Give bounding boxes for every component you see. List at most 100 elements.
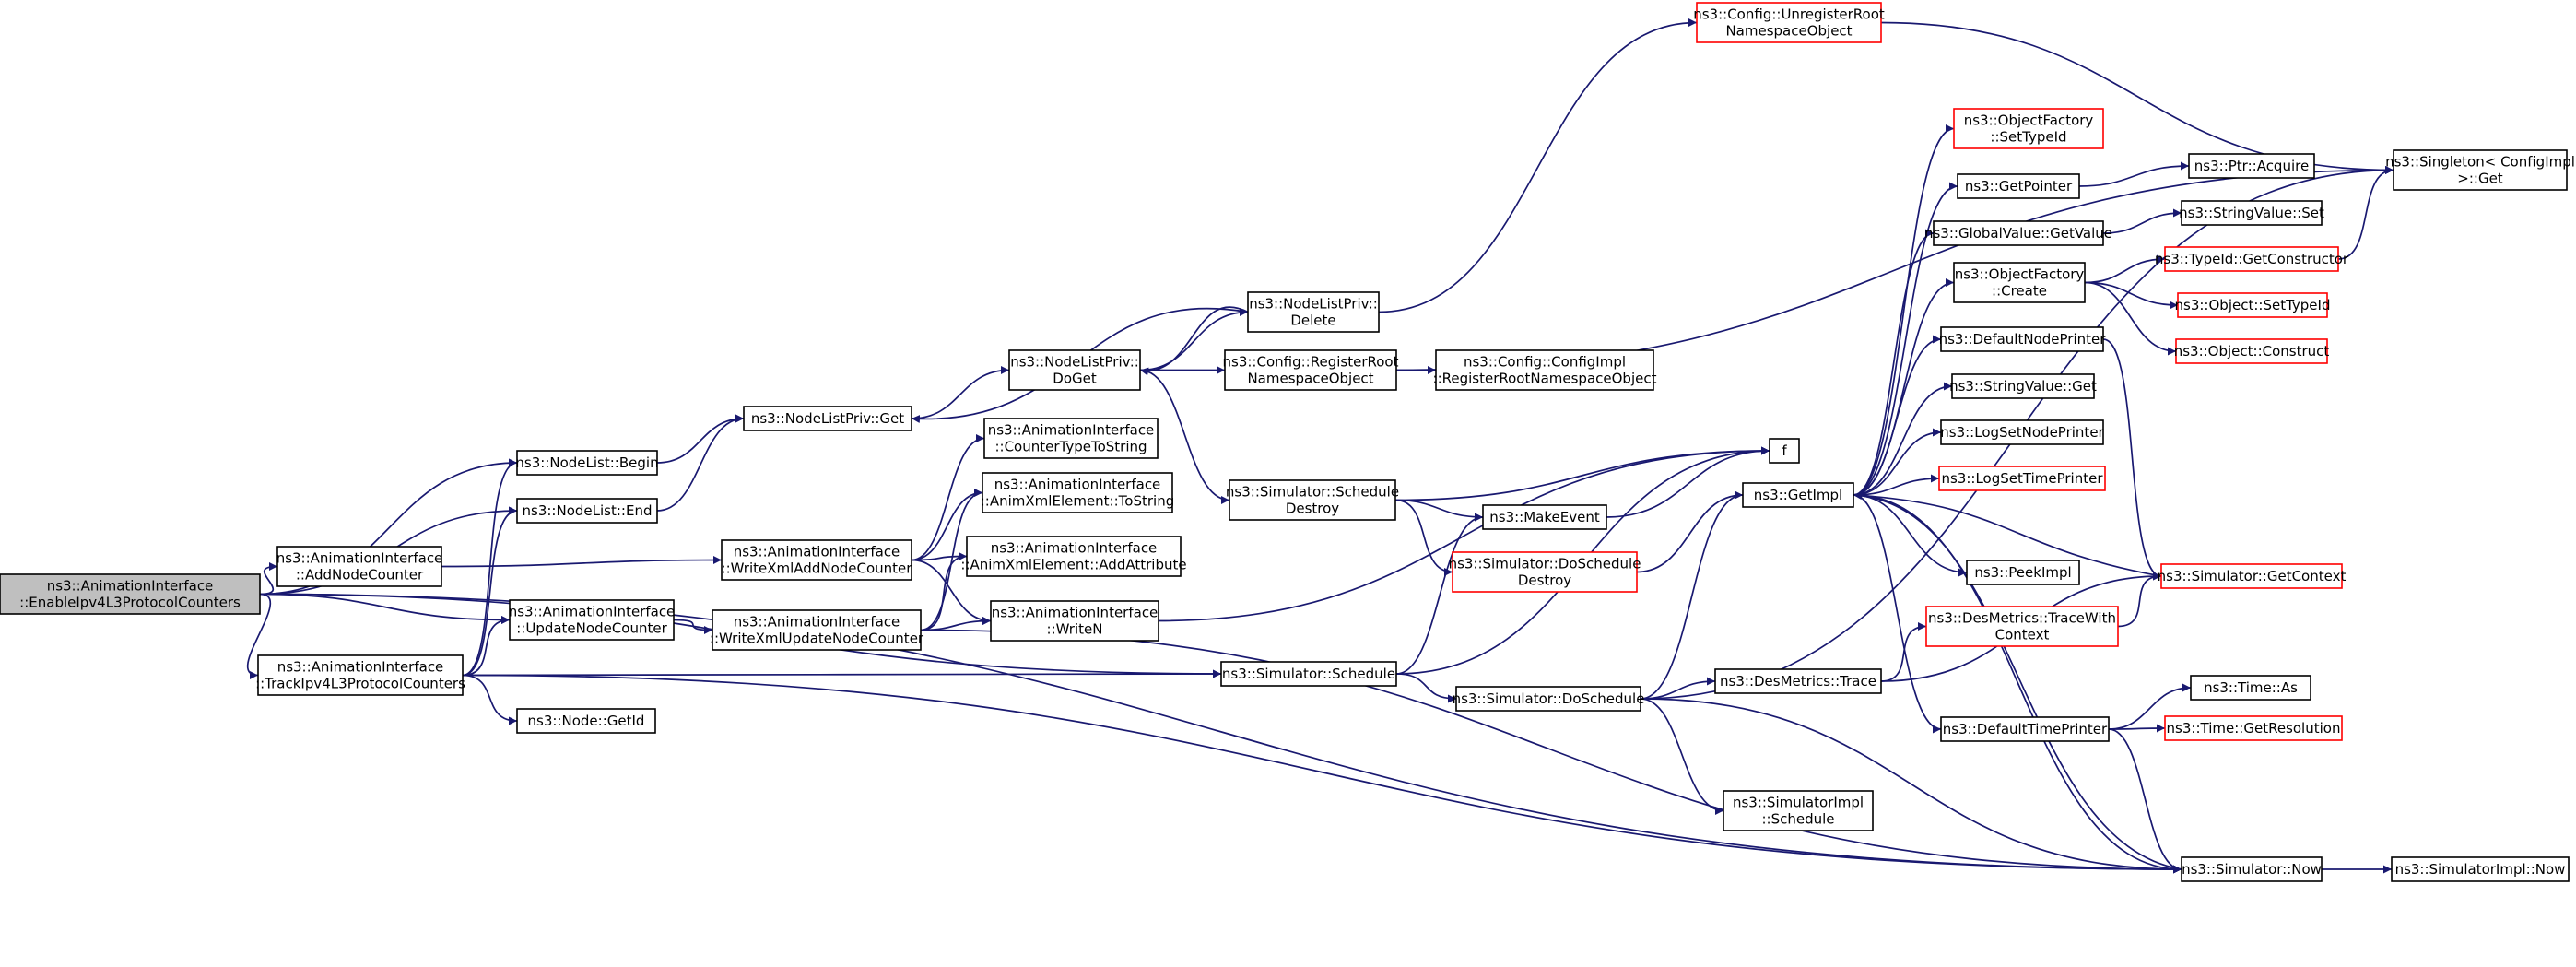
node-box[interactable] <box>2181 856 2323 882</box>
node-sim_doschedule[interactable]: ns3::Simulator::DoSchedule <box>1453 686 1645 712</box>
node-add_counter[interactable]: ns3::AnimationInterface::AddNodeCounter <box>276 546 443 587</box>
node-peekimpl[interactable]: ns3::PeekImpl <box>1966 560 2080 585</box>
node-box[interactable] <box>1925 606 2119 647</box>
node-box[interactable] <box>1220 661 1397 687</box>
node-box[interactable] <box>1008 349 1141 391</box>
node-box[interactable] <box>2160 563 2343 589</box>
node-box[interactable] <box>983 418 1159 459</box>
node-log_set_node_printer[interactable]: ns3::LogSetNodePrinter <box>1940 419 2105 445</box>
node-box[interactable] <box>2164 246 2339 272</box>
node-box[interactable] <box>1455 686 1641 712</box>
node-box[interactable] <box>1482 504 1607 530</box>
node-getpointer[interactable]: ns3::GetPointer <box>1957 173 2080 199</box>
node-ptr_acquire[interactable]: ns3::Ptr::Acquire <box>2188 153 2315 179</box>
node-gv_getvalue[interactable]: ns3::GlobalValue::GetValue <box>1924 220 2112 246</box>
node-box[interactable] <box>2188 153 2315 179</box>
node-box[interactable] <box>2175 338 2328 364</box>
node-tostring[interactable]: ns3::AnimationInterface::AnimXmlElement:… <box>981 472 1174 513</box>
node-nl_begin[interactable]: ns3::NodeList::Begin <box>515 450 659 476</box>
node-box[interactable] <box>1933 220 2104 246</box>
node-box[interactable] <box>1938 466 2106 491</box>
node-box[interactable] <box>1742 482 1854 508</box>
node-sim_schedule[interactable]: ns3::Simulator::Schedule <box>1220 661 1397 687</box>
node-box[interactable] <box>509 599 675 641</box>
node-counter_type[interactable]: ns3::AnimationInterface::CounterTypeToSt… <box>983 418 1159 459</box>
node-getimpl[interactable]: ns3::GetImpl <box>1742 482 1854 508</box>
node-box[interactable] <box>1229 479 1396 521</box>
node-nlp_doget[interactable]: ns3::NodeListPriv::DoGet <box>1008 349 1141 391</box>
node-simimpl_now[interactable]: ns3::SimulatorImpl::Now <box>2391 856 2570 882</box>
node-write_add[interactable]: ns3::AnimationInterface::WriteXmlAddNode… <box>721 539 913 581</box>
node-box[interactable] <box>1951 373 2095 399</box>
node-box[interactable] <box>1224 349 1397 391</box>
node-makeevent[interactable]: ns3::MakeEvent <box>1482 504 1607 530</box>
node-obj_construct[interactable]: ns3::Object::Construct <box>2174 338 2330 364</box>
node-box[interactable] <box>966 536 1182 577</box>
node-box[interactable] <box>1723 790 1874 831</box>
node-obj_settypeid[interactable]: ns3::Object::SetTypeId <box>2175 292 2331 318</box>
node-box[interactable] <box>516 708 656 734</box>
node-box[interactable] <box>1953 108 2104 149</box>
node-box[interactable] <box>743 406 912 431</box>
node-track[interactable]: ns3::AnimationInterface::TrackIpv4L3Prot… <box>255 654 465 696</box>
node-box[interactable] <box>2164 715 2343 741</box>
node-update_counter[interactable]: ns3::AnimationInterface::UpdateNodeCount… <box>509 599 676 641</box>
node-write_update[interactable]: ns3::AnimationInterface::WriteXmlUpdateN… <box>710 609 924 651</box>
node-node_getid[interactable]: ns3::Node::GetId <box>516 708 656 734</box>
node-box[interactable] <box>990 600 1159 642</box>
node-box[interactable] <box>1957 173 2080 199</box>
node-writen[interactable]: ns3::AnimationInterface::WriteN <box>990 600 1159 642</box>
node-box[interactable] <box>1714 668 1882 694</box>
node-nlp_get[interactable]: ns3::NodeListPriv::Get <box>743 406 912 431</box>
node-log_set_time_printer[interactable]: ns3::LogSetTimePrinter <box>1938 466 2106 491</box>
node-f[interactable]: f <box>1769 438 1800 464</box>
node-box[interactable] <box>1966 560 2080 585</box>
node-box[interactable] <box>1940 716 2110 742</box>
node-box[interactable] <box>2391 856 2570 882</box>
node-cfg_register[interactable]: ns3::Config::RegisterRootNamespaceObject <box>1223 349 1399 391</box>
node-simimpl_schedule[interactable]: ns3::SimulatorImpl::Schedule <box>1723 790 1874 831</box>
node-sim_now[interactable]: ns3::Simulator::Now <box>2181 856 2323 882</box>
node-box[interactable] <box>516 498 658 524</box>
node-box[interactable] <box>276 546 442 587</box>
node-nl_end[interactable]: ns3::NodeList::End <box>516 498 658 524</box>
node-box[interactable] <box>721 539 912 581</box>
node-sv_get[interactable]: ns3::StringValue::Get <box>1949 373 2097 399</box>
node-typeid_getconstructor[interactable]: ns3::TypeId::GetConstructor <box>2155 246 2349 272</box>
node-default_time_printer[interactable]: ns3::DefaultTimePrinter <box>1940 716 2110 742</box>
node-nlp_delete[interactable]: ns3::NodeListPriv::Delete <box>1247 291 1380 333</box>
node-desmetrics_trace[interactable]: ns3::DesMetrics::Trace <box>1714 668 1882 694</box>
node-box[interactable] <box>2177 292 2328 318</box>
node-box[interactable] <box>1696 2 1882 43</box>
node-singleton_get[interactable]: ns3::Singleton< ConfigImpl >::Get <box>2385 149 2575 191</box>
node-box[interactable] <box>1953 262 2086 303</box>
node-box[interactable] <box>516 450 658 476</box>
node-time_as[interactable]: ns3::Time::As <box>2190 675 2311 701</box>
node-box[interactable] <box>712 609 922 651</box>
node-box[interactable] <box>0 573 261 615</box>
node-time_getres[interactable]: ns3::Time::GetResolution <box>2164 715 2343 741</box>
node-of_create[interactable]: ns3::ObjectFactory::Create <box>1953 262 2086 303</box>
node-box[interactable] <box>1940 419 2104 445</box>
node-default_node_printer[interactable]: ns3::DefaultNodePrinter <box>1939 326 2107 352</box>
node-box[interactable] <box>1769 438 1800 464</box>
node-box[interactable] <box>982 472 1173 513</box>
node-addattr[interactable]: ns3::AnimationInterface::AnimXmlElement:… <box>960 536 1187 577</box>
node-box[interactable] <box>1247 291 1380 333</box>
node-sv_set[interactable]: ns3::StringValue::Set <box>2179 200 2324 226</box>
node-sim_getcontext[interactable]: ns3::Simulator::GetContext <box>2158 563 2347 589</box>
node-box[interactable] <box>1452 551 1638 593</box>
node-box[interactable] <box>2190 675 2311 701</box>
node-of_settypeid[interactable]: ns3::ObjectFactory::SetTypeId <box>1953 108 2104 149</box>
node-enable[interactable]: ns3::AnimationInterface::EnableIpv4L3Pro… <box>0 573 261 615</box>
node-cfg_unregister[interactable]: ns3::Config::UnregisterRootNamespaceObje… <box>1693 2 1885 43</box>
node-box[interactable] <box>2181 200 2323 226</box>
node-cfg_impl_register[interactable]: ns3::Config::ConfigImpl::RegisterRootNam… <box>1433 349 1657 391</box>
node-box[interactable] <box>1940 326 2104 352</box>
node-box[interactable] <box>1435 349 1654 391</box>
node-box[interactable] <box>257 654 464 696</box>
node-box[interactable] <box>2393 149 2568 191</box>
